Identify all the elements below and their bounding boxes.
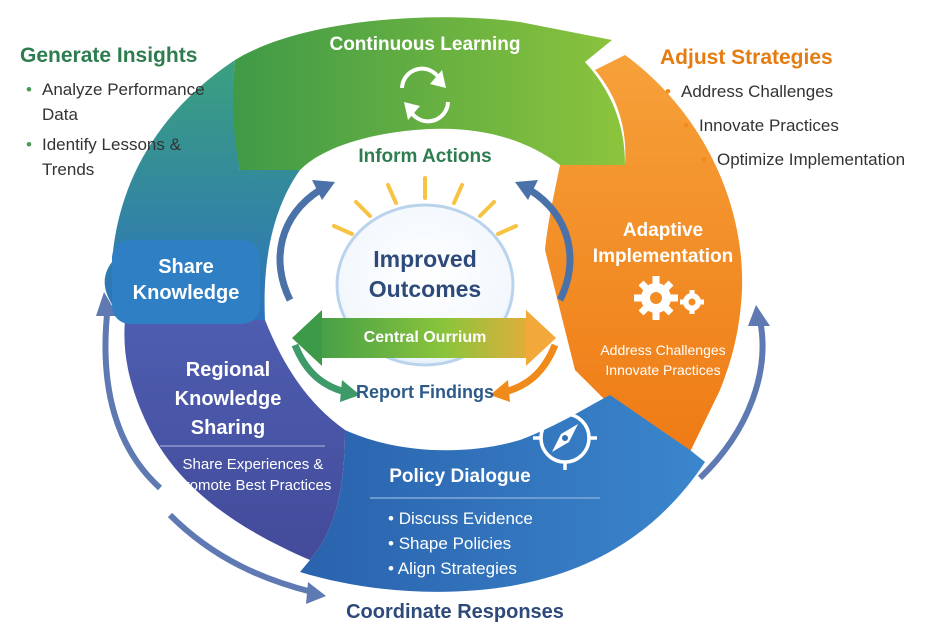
inform-actions-label: Inform Actions [358,146,492,167]
report-findings-label: Report Findings [356,382,494,402]
share-knowledge-label: Share Knowledge [132,256,240,304]
segment-regional-sharing [124,320,345,560]
generate-insights-list: Analyze Performance Data Identify Lesson… [26,77,226,182]
policy-dialogue-label: Policy Dialogue [389,466,531,487]
list-item: Align Strategies [388,556,533,581]
list-item: Analyze Performance Data [26,77,226,127]
inner-arrow-right-up [528,187,574,302]
outer-arrow-bottom [167,512,313,595]
compass-icon [533,406,597,470]
coordinate-responses-label: Coordinate Responses [346,601,564,623]
continuous-learning-label: Continuous Learning [329,34,521,55]
central-band-right-head [526,310,556,366]
outer-arrow-right-head [748,305,770,326]
segment-continuous-learning [232,17,626,171]
outer-arrow-left [102,304,163,491]
inner-arrow-left-down-head [340,380,360,402]
list-item: Address Challenges [665,79,925,104]
list-item: Innovate Practices [683,113,925,138]
list-item: Optimize Implementation [701,147,925,172]
central-band-left-head [292,310,322,366]
inner-arrow-right-up-head [515,180,538,200]
central-band [300,318,545,358]
inner-arrow-right-down-head [490,380,510,402]
outer-arrow-right [697,319,766,481]
outer-arrow-bottom-head [306,582,326,604]
central-band-label: Central Ourrium [363,329,487,346]
inner-arrow-left-up [276,187,322,302]
gears-icon [634,276,704,320]
adjust-strategies-list: Address Challenges Innovate Practices Op… [665,79,925,172]
inner-arrow-left-down [291,343,347,396]
policy-dialogue-list: Discuss Evidence Shape Policies Align St… [388,506,533,581]
segment-adaptive-implementation [545,55,743,452]
list-item: Discuss Evidence [388,506,533,531]
inner-arrow-right-down [503,343,559,396]
share-knowledge-box [112,240,260,324]
refresh-cycle-icon [400,66,450,124]
generate-insights-title: Generate Insights [20,44,198,67]
regional-sharing-label: Regional Knowledge Sharing [174,359,282,439]
improved-outcomes-label: Improved Outcomes [368,246,482,302]
adjust-strategies-title: Adjust Strategies [660,46,833,69]
regional-sharing-sub: Share Experiences & Promote Best Practic… [174,456,332,494]
adaptive-implementation-sub: Address Challenges Innovate Practices [600,342,726,378]
list-item: Identify Lessons & Trends [26,132,226,182]
adaptive-implementation-label: Adaptive Implementation [592,220,734,267]
sun-rays [332,176,518,236]
inner-arrow-left-up-head [312,180,335,200]
list-item: Shape Policies [388,531,533,556]
